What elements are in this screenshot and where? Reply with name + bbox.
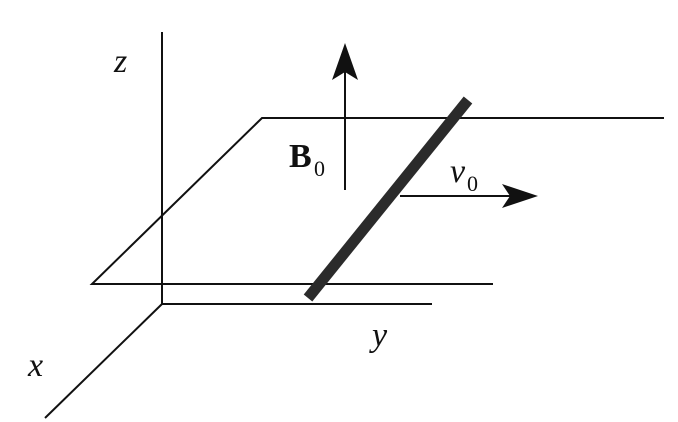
x-axis	[44, 303, 163, 419]
svg-text:v: v	[450, 153, 466, 190]
z-axis-label: z	[113, 43, 127, 80]
magnetic-field-arrowhead	[332, 43, 358, 80]
svg-text:B: B	[289, 138, 312, 175]
magnetic-field-label: B 0	[289, 138, 325, 181]
x-axis-label: x	[27, 347, 43, 384]
y-axis-label: y	[369, 317, 388, 354]
svg-text:0: 0	[467, 171, 478, 196]
velocity-arrowhead	[502, 184, 538, 208]
conducting-rod	[303, 96, 473, 302]
velocity-label: v 0	[450, 153, 478, 196]
svg-text:0: 0	[314, 156, 325, 181]
rail-plane	[89, 117, 664, 285]
